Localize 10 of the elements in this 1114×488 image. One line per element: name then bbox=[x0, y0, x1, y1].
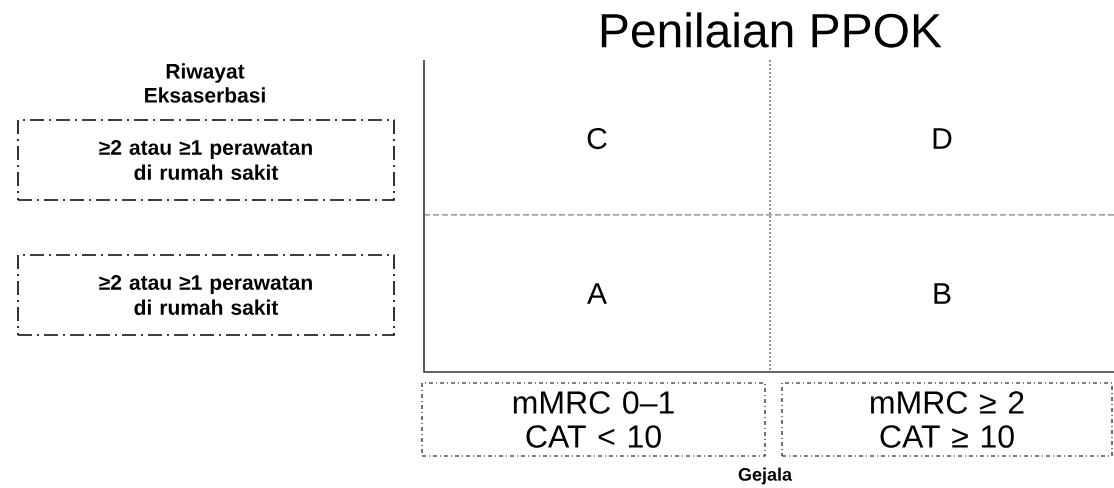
quadrant-label: B bbox=[934, 283, 951, 304]
criteria-box: mMRC ≥ 2 CAT ≥ 10 bbox=[781, 382, 1113, 457]
quadrant-label: D bbox=[933, 128, 952, 149]
criteria-box: ≥2 atau ≥1 perawatan di rumah sakit bbox=[17, 119, 395, 201]
title: Penilaian PPOK bbox=[601, 12, 942, 48]
criteria-box: ≥2 atau ≥1 perawatan di rumah sakit bbox=[17, 254, 395, 336]
quadrant-label: C bbox=[587, 127, 607, 150]
criteria-box: mMRC 0–1 CAT < 10 bbox=[421, 382, 766, 457]
axis-label: Gejala bbox=[738, 467, 793, 485]
quadrant-label: A bbox=[587, 283, 607, 304]
